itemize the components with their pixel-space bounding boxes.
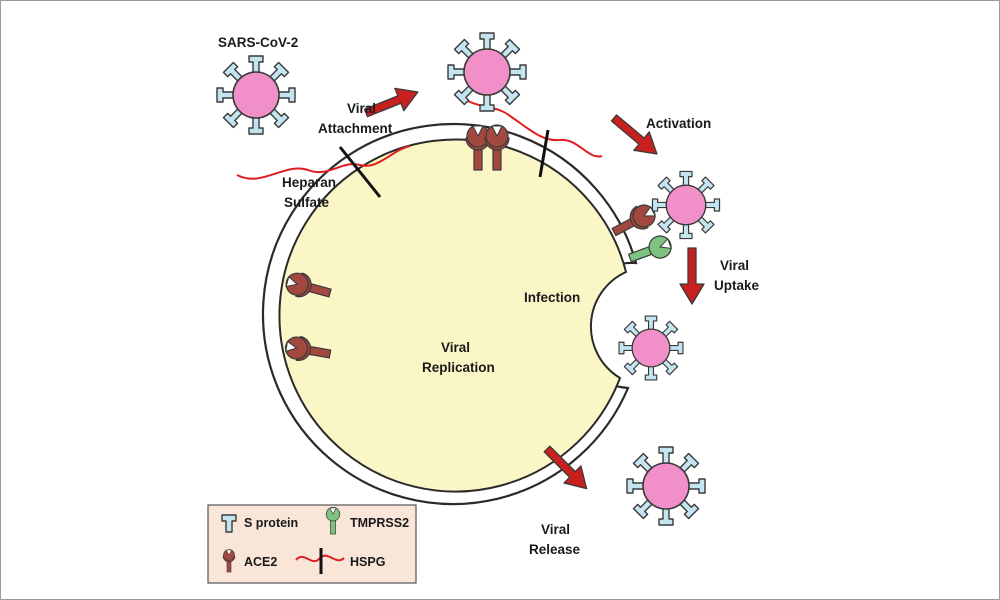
label-uptake-1: Viral — [720, 258, 749, 273]
legend-ace2: ACE2 — [244, 555, 277, 569]
label-activation: Activation — [646, 116, 711, 131]
legend-tmprss2: TMPRSS2 — [350, 516, 409, 530]
virus-attached — [448, 33, 526, 111]
label-release-1: Viral — [541, 522, 570, 537]
virus-release — [627, 447, 705, 525]
virus-activation — [652, 171, 719, 238]
label-infection: Infection — [524, 290, 580, 305]
arrow-uptake — [679, 247, 705, 305]
label-replication-2: Replication — [422, 360, 495, 375]
label-uptake-2: Uptake — [714, 278, 760, 293]
virus-uptake — [619, 316, 683, 380]
legend-s-protein: S protein — [244, 516, 298, 530]
legend-hspg: HSPG — [350, 555, 385, 569]
label-replication-1: Viral — [441, 340, 470, 355]
hspg-left — [236, 145, 411, 198]
legend: S protein TMPRSS2 ACE2 HSPG — [207, 504, 417, 584]
label-sars-cov-2: SARS-CoV-2 — [218, 35, 298, 50]
legend-box — [207, 504, 417, 584]
label-heparan-1: Heparan — [282, 175, 336, 190]
label-release-2: Release — [529, 542, 581, 557]
legend-hspg-icon — [295, 548, 345, 574]
cell-cytoplasm — [278, 138, 628, 493]
label-attachment-2: Attachment — [318, 121, 393, 136]
label-attachment-1: Viral — [347, 101, 376, 116]
virus-free — [217, 56, 295, 134]
label-heparan-2: Sulfate — [284, 195, 330, 210]
cell — [261, 123, 638, 506]
